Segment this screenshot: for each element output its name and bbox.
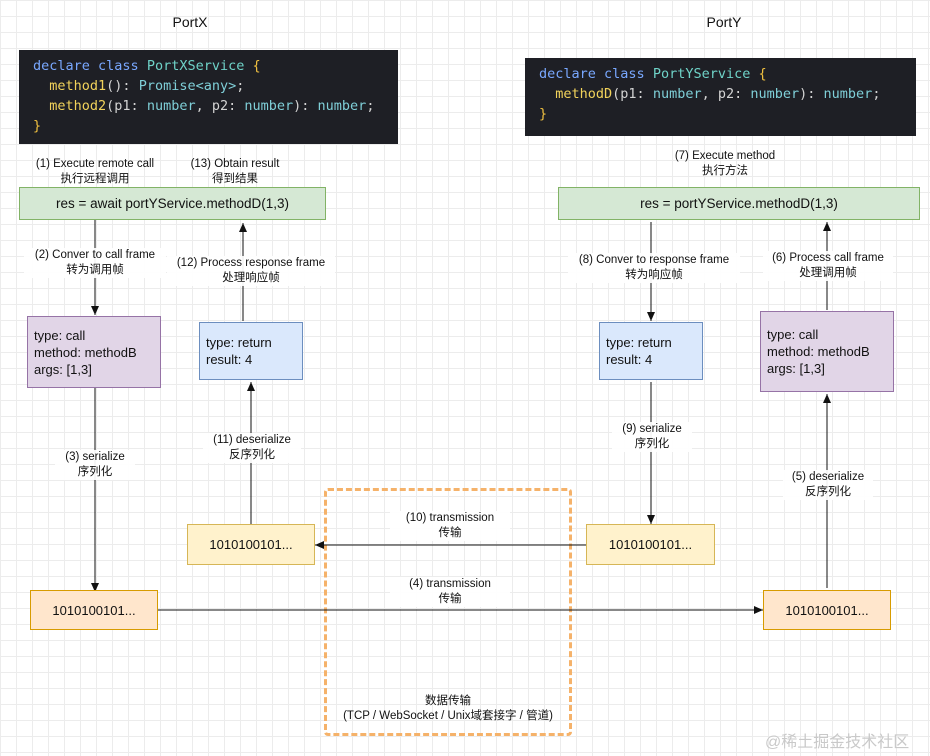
left-bytes-received: 1010100101... [187, 524, 315, 565]
code-line: method2(p1: number, p2: number): number; [49, 98, 375, 114]
frame-result: result: 4 [606, 352, 653, 367]
left-call-node: res = await portYService.methodD(1,3) [19, 187, 326, 220]
right-return-frame: type: return result: 4 [599, 322, 703, 380]
frame-type: type: return [606, 335, 672, 350]
code-line: declare class PortYService { [539, 66, 767, 82]
transport-region [324, 488, 572, 736]
left-return-frame: type: return result: 4 [199, 322, 303, 380]
code-line: } [539, 106, 548, 122]
frame-type: type: call [767, 327, 819, 342]
left-bytes-sent: 1010100101... [30, 590, 158, 630]
frame-type: type: return [206, 335, 272, 350]
right-call-node: res = portYService.methodD(1,3) [558, 187, 920, 220]
frame-method: method: methodB [34, 344, 137, 360]
right-bytes-sent: 1010100101... [586, 524, 715, 565]
porty-code-block: declare class PortYService { methodD(p1:… [525, 58, 916, 136]
code-line: method1(): Promise<any>; [49, 78, 245, 94]
code-line: methodD(p1: number, p2: number): number; [555, 86, 881, 102]
code-line: declare class PortXService { [33, 58, 261, 74]
right-call-frame: type: call method: methodB args: [1,3] [760, 311, 894, 392]
frame-args: args: [1,3] [34, 361, 92, 377]
right-bytes-received: 1010100101... [763, 590, 891, 630]
frame-result: result: 4 [206, 352, 253, 367]
frame-type: type: call [34, 327, 86, 343]
portx-code-block: declare class PortXService { method1(): … [19, 50, 398, 144]
transport-label: 数据传输(TCP / WebSocket / Unix域套接字 / 管道) [343, 695, 553, 722]
code-line: } [33, 118, 42, 134]
porty-title: PortY [706, 14, 742, 30]
frame-method: method: methodB [767, 344, 870, 359]
left-call-frame: type: call method: methodB args: [1,3] [27, 316, 161, 388]
portx-title: PortX [172, 14, 208, 30]
watermark: @稀土掘金技术社区 [765, 734, 910, 751]
frame-args: args: [1,3] [767, 361, 825, 376]
